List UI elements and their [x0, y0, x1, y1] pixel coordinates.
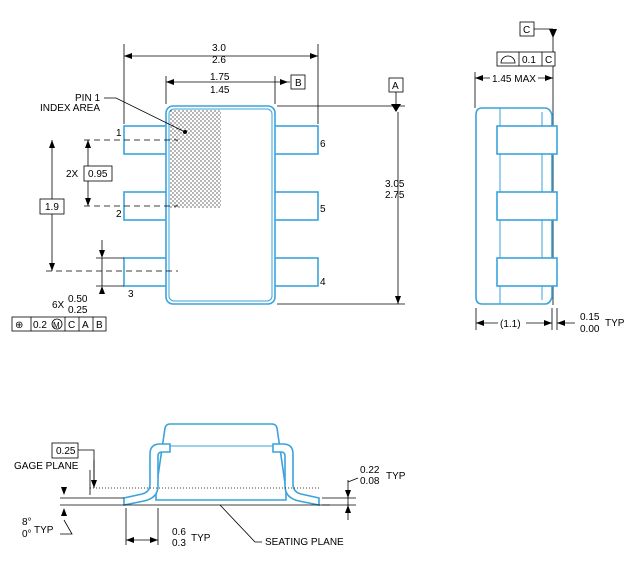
- body-width-max: 1.75: [210, 72, 230, 83]
- lead-pin-5: [271, 191, 319, 221]
- foot-length-min: 0.3: [172, 538, 186, 549]
- pin1-label-line2: INDEX AREA: [40, 103, 100, 114]
- angle-suffix: TYP: [34, 525, 54, 536]
- pin-number-6: 6: [320, 139, 326, 150]
- standoff-min: 0.00: [580, 324, 600, 335]
- standoff-suffix: TYP: [605, 318, 625, 329]
- datum-b-box: [290, 74, 306, 90]
- angle-min: 0°: [22, 529, 32, 540]
- profile-tolerance-frame: 0.1 C: [496, 51, 556, 67]
- lead-pin-3: [123, 257, 171, 287]
- pin1-label-line1: PIN 1: [75, 93, 100, 104]
- gage-box: [51, 442, 79, 459]
- standoff-max: 0.15: [580, 312, 600, 323]
- side-lead-bot: [496, 257, 558, 287]
- pin-number-5: 5: [320, 204, 326, 215]
- foot-length-suffix: TYP: [191, 533, 211, 544]
- position-symbol: ⊕: [15, 320, 23, 331]
- pin1-index-area: [170, 110, 221, 208]
- lead-width-max: 0.50: [68, 294, 88, 305]
- position-value: 0.2: [33, 320, 47, 331]
- overall-width-max: 3.0: [212, 43, 226, 54]
- body-width-min: 1.45: [210, 85, 230, 96]
- position-datum-a: A: [82, 320, 89, 331]
- gage-label: GAGE PLANE: [14, 461, 79, 472]
- span-value: 1.9: [45, 202, 59, 213]
- datum-a-label: A: [392, 81, 399, 92]
- position-datum-b: B: [96, 320, 103, 331]
- height-max: 1.45 MAX: [492, 74, 536, 85]
- side-view: C 0.1 C 1.45 MAX: [474, 21, 625, 335]
- lead-width-min: 0.25: [68, 305, 88, 316]
- profile-value: 0.1: [522, 55, 536, 66]
- foot-length-max: 0.6: [172, 527, 186, 538]
- pitch-box: [83, 165, 113, 182]
- side-lead-mid: [496, 191, 558, 221]
- lead-thickness-min: 0.08: [360, 476, 380, 487]
- gage-value: 0.25: [56, 446, 76, 457]
- end-view: 0.25 GAGE PLANE SEATING PLANE 8° 0° TYP …: [14, 423, 406, 549]
- lead-width-prefix: 6X: [52, 300, 65, 311]
- profile-datum: C: [545, 55, 552, 66]
- span-box: [39, 198, 65, 215]
- position-datum-c: C: [68, 320, 75, 331]
- lead-pin-6: [271, 125, 319, 155]
- package-body-inner: [168, 108, 273, 302]
- lead-thickness-suffix: TYP: [386, 471, 406, 482]
- pitch-prefix: 2X: [66, 169, 79, 180]
- pitch-value: 0.95: [88, 169, 108, 180]
- seating-label: SEATING PLANE: [265, 537, 344, 548]
- angle-max: 8°: [22, 517, 32, 528]
- lead-pin-4: [271, 257, 319, 287]
- position-modifier: M: [53, 321, 60, 330]
- position-tolerance-frame: ⊕ 0.2 M C A B: [11, 316, 107, 332]
- pin-number-3: 3: [128, 289, 134, 300]
- pin-number-2: 2: [116, 209, 122, 220]
- top-view: 1 2 3 6 5 4 3.0 2.6 1.75 1.45 B A 3.05: [11, 43, 405, 332]
- body-length-max: 3.05: [385, 179, 405, 190]
- standoff-ref: (1.1): [500, 319, 521, 330]
- overall-width-min: 2.6: [212, 55, 226, 66]
- body-length-min: 2.75: [385, 190, 405, 201]
- datum-c-label: C: [523, 25, 530, 36]
- datum-b-label: B: [295, 78, 302, 89]
- lead-thickness-max: 0.22: [360, 465, 380, 476]
- pin-number-4: 4: [320, 277, 326, 288]
- pin-number-1: 1: [116, 128, 122, 139]
- end-body: [155, 423, 287, 501]
- side-lead-top: [496, 125, 558, 155]
